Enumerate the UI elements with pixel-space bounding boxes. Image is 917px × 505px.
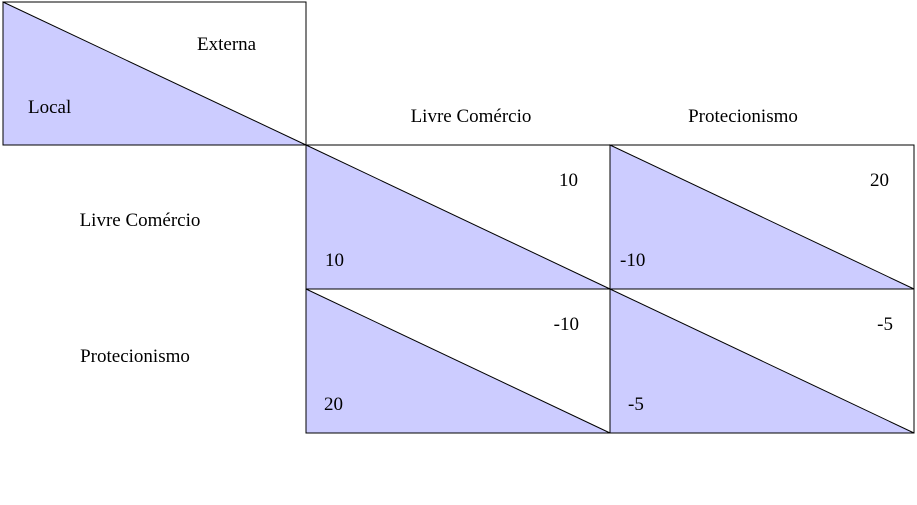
local-payoff: -5 — [628, 394, 644, 415]
row-header-livre-comercio: Livre Comércio — [80, 210, 201, 231]
column-header-protecionismo: Protecionismo — [688, 106, 798, 127]
payoff-cell-shaded-triangle — [609, 288, 915, 434]
corner-cell: Externa Local — [2, 1, 307, 146]
local-payoff: 20 — [324, 394, 343, 415]
local-payoff: 10 — [325, 250, 344, 271]
payoff-cell-livre-livre: 10 10 — [305, 144, 611, 290]
payoff-cell-protecionismo-livre: -10 20 — [305, 288, 611, 434]
payoff-cell-protecionismo-protecionismo: -5 -5 — [609, 288, 915, 434]
externa-payoff: -10 — [554, 314, 579, 335]
externa-payoff: -5 — [877, 314, 893, 335]
externa-payoff: 20 — [870, 170, 889, 191]
column-header-livre-comercio: Livre Comércio — [411, 106, 532, 127]
payoff-cell-shaded-triangle — [305, 288, 611, 434]
local-payoff: -10 — [620, 250, 645, 271]
column-player-label: Externa — [197, 34, 257, 55]
externa-payoff: 10 — [559, 170, 578, 191]
row-player-label: Local — [28, 97, 71, 118]
corner-cell-shaded-triangle — [2, 1, 307, 146]
payoff-cell-livre-protecionismo: 20 -10 — [609, 144, 915, 290]
row-header-protecionismo: Protecionismo — [80, 346, 190, 367]
